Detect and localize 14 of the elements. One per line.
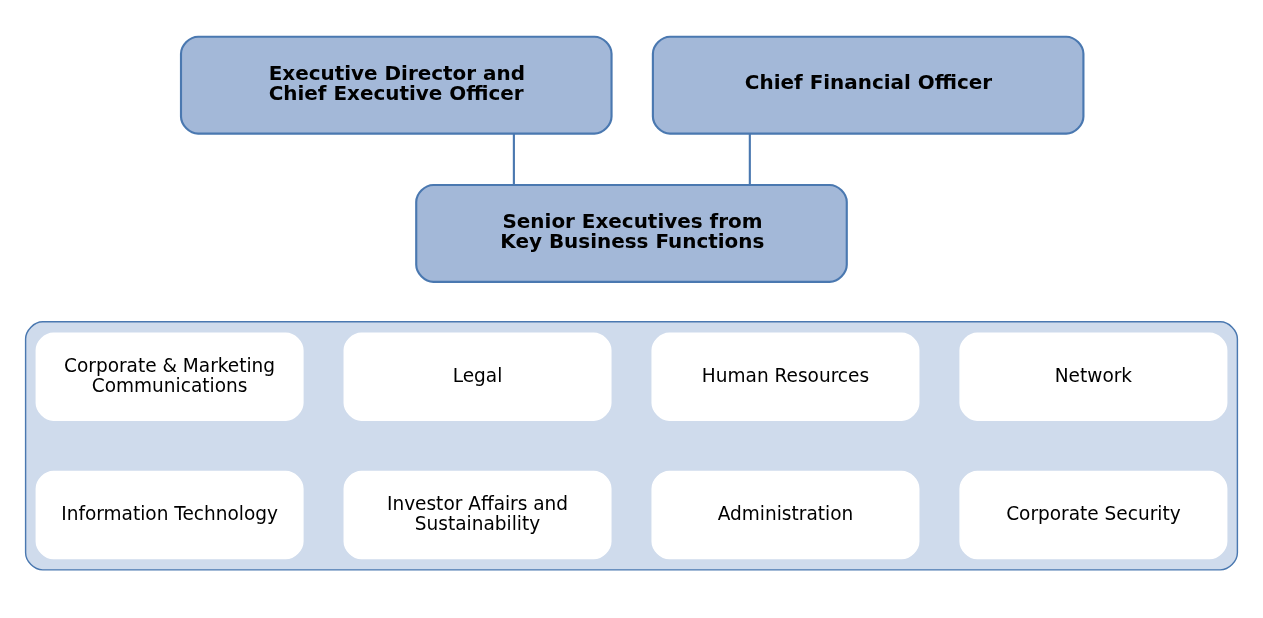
node-box: Network — [959, 332, 1228, 421]
cluster — [24, 321, 1239, 571]
node-box: Human Resources — [651, 332, 920, 421]
node-box: Senior Executives from Key Business Functions — [415, 183, 848, 283]
node-box: Corporate Security — [959, 470, 1228, 560]
node-box: Administration — [651, 470, 920, 560]
connector — [512, 133, 515, 185]
node-box: Information Technology — [35, 470, 304, 560]
node-box: Corporate & Marketing Communications — [35, 332, 304, 421]
connector — [748, 133, 751, 185]
node-box: Executive Director and Chief Executive Officer — [179, 35, 613, 135]
node-box: Chief Financial Officer — [651, 35, 1085, 135]
node-box: Legal — [343, 332, 612, 421]
node-box: Investor Affairs and Sustainability — [343, 470, 612, 560]
